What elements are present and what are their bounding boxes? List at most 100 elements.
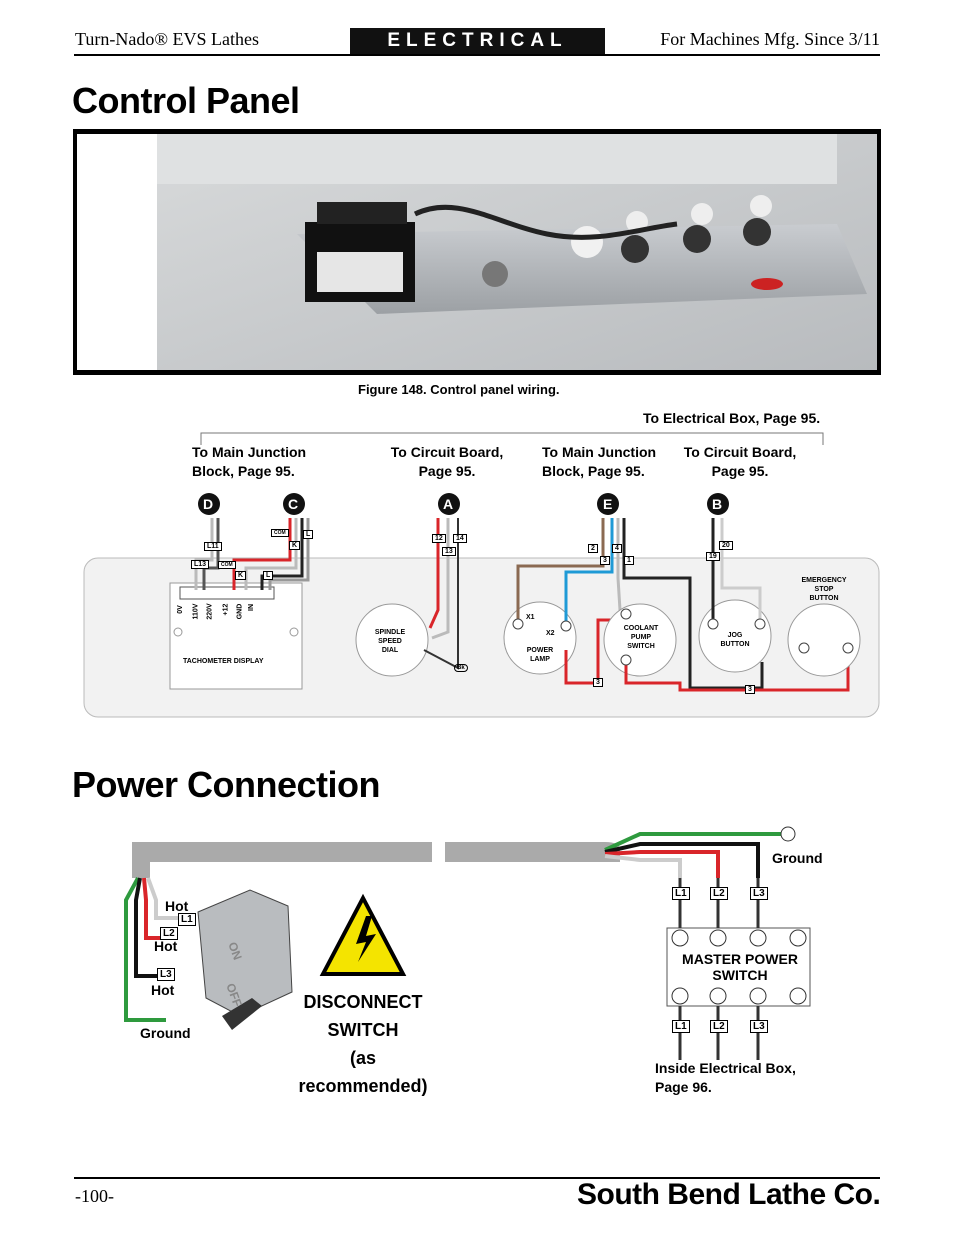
tag-14: 14 — [453, 534, 467, 543]
tag-l-1: L — [303, 530, 314, 539]
circuit-board-1-line1: To Circuit Board, — [390, 444, 504, 460]
master-top-l2: L2 — [710, 887, 728, 900]
section-banner: ELECTRICAL — [350, 28, 605, 54]
connector-b: B — [712, 496, 723, 512]
connector-a: A — [443, 496, 454, 512]
jog-button — [698, 599, 772, 673]
figure-caption: Figure 148. Control panel wiring. — [358, 382, 560, 397]
tag-3: 3 — [600, 556, 610, 565]
disconnect-line2: SWITCH — [327, 1020, 399, 1040]
connector-d: D — [203, 496, 214, 512]
master-top-l3: L3 — [750, 887, 768, 900]
power-lamp — [503, 601, 577, 675]
tach-terminal-screws — [179, 586, 275, 600]
master-switch-box — [666, 927, 811, 1007]
tag-2: 2 — [588, 544, 598, 553]
inside-box-label: Inside Electrical Box, Page 96. — [655, 1059, 796, 1097]
electrical-box-bracket — [200, 432, 824, 445]
tag-x1: X1 — [526, 614, 535, 621]
tag-com-2: COM — [218, 561, 236, 569]
hot-label-2: Hot — [154, 938, 178, 954]
tach-terminal-220v: 220V — [206, 603, 214, 620]
tachometer-box — [169, 582, 303, 690]
estop-line2: STOP — [814, 586, 834, 593]
jog-line2: BUTTON — [720, 641, 750, 648]
ground-label-right: Ground — [772, 850, 823, 866]
disconnect-line3: (as recommended) — [298, 1048, 428, 1096]
master-bottom-l1: L1 — [672, 1020, 690, 1033]
header-rule — [74, 54, 880, 56]
inside-box-line1: Inside Electrical Box, — [655, 1060, 796, 1076]
to-electrical-box-label: To Electrical Box, Page 95. — [643, 410, 821, 426]
tach-terminal-0v: 0V — [176, 605, 184, 614]
power-lamp-line2: LAMP — [530, 656, 550, 663]
tag-l-2: L — [263, 571, 274, 580]
jog-label: JOG BUTTON — [712, 631, 758, 649]
tag-x2: X2 — [546, 630, 555, 637]
master-bottom-l3: L3 — [750, 1020, 768, 1033]
disconnect-l1: L1 — [178, 913, 196, 926]
power-connection-diagram — [124, 826, 811, 1060]
disconnect-l3: L3 — [157, 968, 175, 981]
jog-line1: JOG — [727, 632, 743, 639]
master-power-label: MASTER POWER SWITCH — [672, 951, 808, 983]
master-line1: MASTER POWER — [682, 951, 798, 967]
main-junction-2-line2: Block, Page 95. — [542, 463, 645, 479]
power-connection-title: Power Connection — [72, 764, 381, 805]
tachometer-label: TACHOMETER DISPLAY — [183, 658, 264, 665]
emergency-stop-button — [787, 603, 861, 677]
tach-terminal-12: +12 — [222, 603, 230, 616]
tag-l13: L13 — [191, 560, 210, 569]
coolant-label: COOLANT PUMP SWITCH — [614, 624, 668, 651]
photo-illustration — [77, 134, 877, 370]
spindle-speed-dial — [355, 603, 429, 677]
spindle-line3: DIAL — [381, 647, 399, 654]
tag-bk: Bk — [454, 664, 468, 672]
tag-13: 13 — [442, 547, 456, 556]
tag-19: 19 — [706, 552, 720, 561]
master-line2: SWITCH — [712, 967, 768, 983]
power-cable-left — [132, 842, 432, 878]
spindle-line2: SPEED — [378, 638, 402, 645]
header-left: Turn-Nado® EVS Lathes — [75, 29, 259, 49]
tach-terminal-in: IN — [248, 604, 255, 611]
master-bottom-l2: L2 — [710, 1020, 728, 1033]
tag-com-1: COM — [271, 529, 289, 537]
disconnect-switch-handle — [222, 998, 262, 1030]
connector-badges — [198, 493, 729, 515]
main-junction-2-line1: To Main Junction — [542, 444, 657, 460]
estop-line3: BUTTON — [809, 595, 839, 602]
control-panel-photo — [73, 129, 881, 375]
main-junction-label-2: To Main Junction Block, Page 95. — [542, 443, 656, 481]
footer-rule — [74, 1177, 880, 1179]
disconnect-label: DISCONNECT SWITCH (as recommended) — [298, 988, 428, 1100]
main-junction-1-line2: Block, Page 95. — [192, 463, 295, 479]
coolant-line1: COOLANT — [623, 625, 659, 632]
ground-label-left: Ground — [140, 1025, 191, 1041]
tag-1: 1 — [624, 556, 634, 565]
circuit-board-1-line2: Page 95. — [418, 463, 476, 479]
estop-label: EMERGENCY STOP BUTTON — [792, 576, 856, 603]
coolant-line3: SWITCH — [627, 643, 655, 650]
tag-3-bottom: 3 — [593, 678, 603, 687]
power-lamp-line1: POWER — [526, 647, 554, 654]
brand-logo: South Bend Lathe Co. — [577, 1178, 881, 1211]
tag-4: 4 — [612, 544, 622, 553]
power-lamp-label: POWER LAMP — [515, 646, 565, 664]
tag-l11: L11 — [204, 542, 222, 551]
tach-terminal-110v: 110V — [192, 603, 200, 620]
control-panel-wiring-diagram — [83, 432, 880, 718]
tag-k-2: K — [235, 571, 247, 580]
header-right: For Machines Mfg. Since 3/11 — [660, 29, 880, 49]
master-top-l1: L1 — [672, 887, 690, 900]
disconnect-switch-body — [197, 889, 293, 1017]
estop-line1: EMERGENCY — [801, 577, 847, 584]
power-cable-right — [445, 842, 620, 862]
page-number: -100- — [75, 1186, 114, 1206]
circuit-board-2-line1: To Circuit Board, — [683, 444, 797, 460]
tag-12: 12 — [432, 534, 446, 543]
spindle-label: SPINDLE SPEED DIAL — [360, 628, 420, 655]
circuit-board-2-line2: Page 95. — [711, 463, 769, 479]
connector-c: C — [288, 496, 299, 512]
disconnect-line1: DISCONNECT — [303, 992, 423, 1012]
